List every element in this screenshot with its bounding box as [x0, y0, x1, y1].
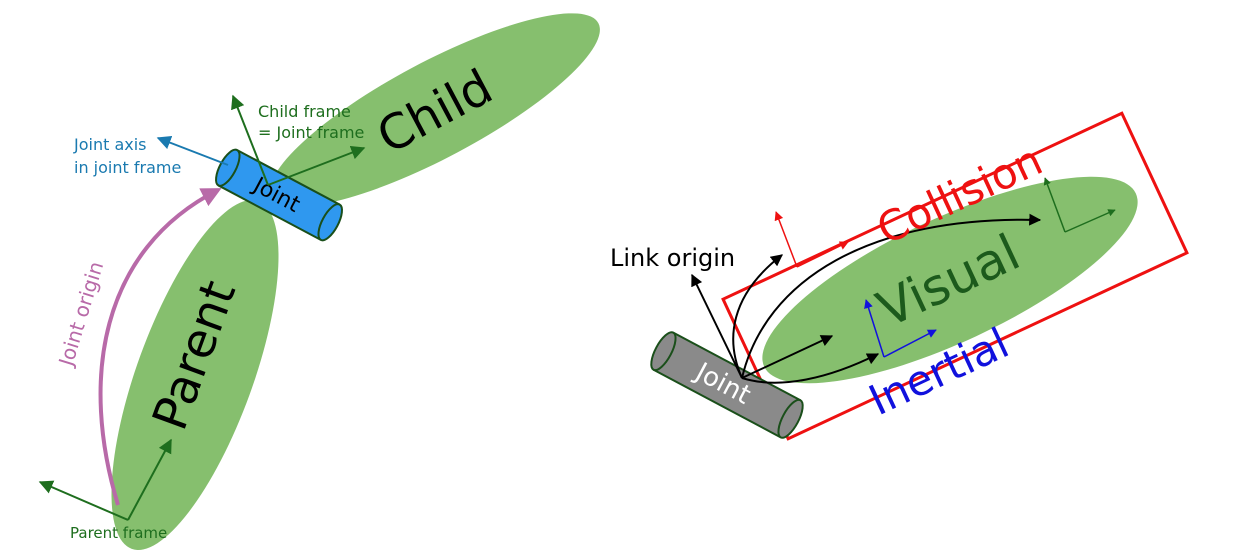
visual-ellipse — [762, 176, 1138, 384]
collision-box — [721, 111, 1189, 441]
child-frame-label-line2: = Joint frame — [258, 123, 364, 142]
link-origin-axis-right — [741, 335, 834, 379]
arrow-to-inertial-frame — [741, 353, 880, 384]
joint-axis-label-line2: in joint frame — [74, 158, 181, 177]
joint-cylinder: Joint — [215, 148, 343, 242]
inertial-frame-axis-up — [864, 299, 885, 358]
link-origin-axis-up — [691, 273, 743, 379]
arrow-to-collision-frame — [732, 254, 783, 379]
joint-origin-label: Joint origin — [53, 259, 108, 371]
parent-link-ellipse — [111, 200, 279, 550]
child-frame-axis-right — [267, 145, 366, 186]
joint-origin-arrow — [98, 188, 222, 506]
collision-frame-axis-up — [774, 211, 798, 268]
left-diagram: Joint Child Parent Child frame = Joint f… — [38, 13, 600, 550]
link-origin-label: Link origin — [610, 244, 735, 272]
joint-axis-label-line1: Joint axis — [73, 135, 147, 154]
child-frame-label-line1: Child frame — [258, 102, 351, 121]
parent-frame-axis-up — [127, 438, 172, 521]
joint-axis-arrow — [156, 136, 229, 166]
collision-frame-axis-right — [796, 241, 849, 268]
arrow-to-visual-frame — [741, 213, 1042, 379]
parent-frame-axis-left — [38, 480, 129, 521]
visual-frame-axis-up — [1043, 177, 1066, 233]
inertial-frame-axis-right — [883, 329, 937, 358]
parent-frame-label: Parent frame — [70, 524, 167, 542]
right-diagram: Joint Collision Visual Inertial Link ori… — [610, 111, 1189, 441]
visual-frame-axis-right — [1064, 209, 1116, 233]
child-frame-axis-up — [231, 94, 269, 186]
